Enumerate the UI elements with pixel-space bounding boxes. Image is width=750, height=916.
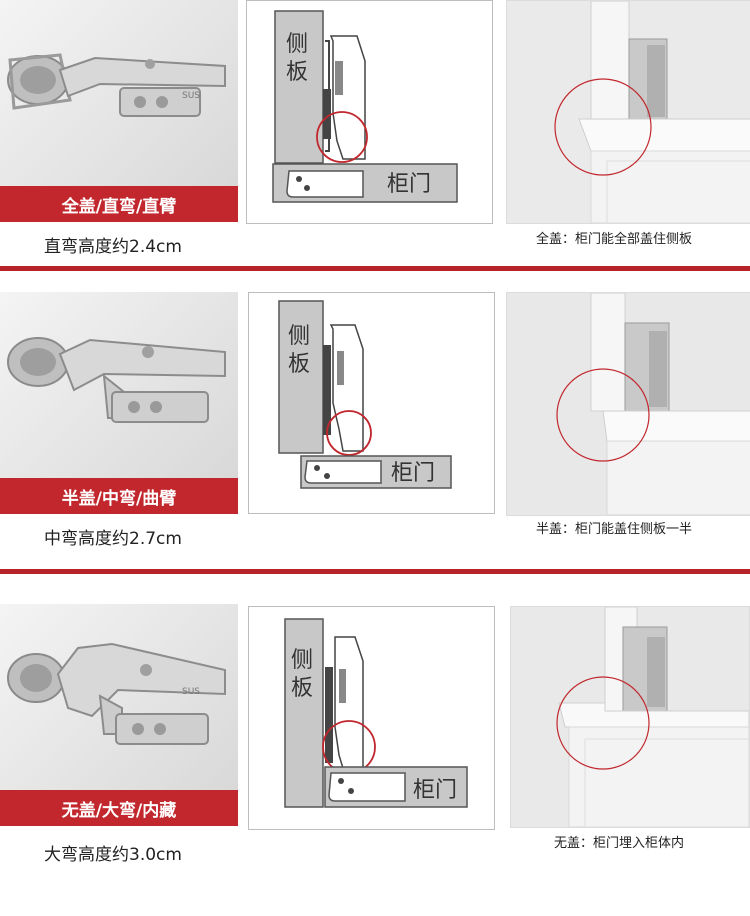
section-divider — [0, 569, 750, 574]
row-full-overlay: SUS 全盖/直弯/直臂 直弯高度约2.4cm 侧板 柜门 — [0, 0, 750, 300]
cabinet-photo — [506, 292, 750, 516]
svg-text:SUS: SUS — [182, 91, 200, 101]
hinge-type-band: 半盖/中弯/曲臂 — [0, 478, 238, 514]
door-label: 柜门 — [413, 778, 457, 803]
installation-diagram: 侧板 柜门 — [248, 292, 495, 514]
hinge-photo: SUS 全盖/直弯/直臂 — [0, 0, 238, 222]
bend-height-text: 中弯高度约2.7cm — [44, 529, 182, 549]
bend-height-text: 直弯高度约2.4cm — [44, 237, 182, 257]
bend-height-text: 大弯高度约3.0cm — [44, 845, 182, 865]
hinge-image: SUS — [7, 53, 226, 117]
hinge-type-band: 全盖/直弯/直臂 — [0, 186, 238, 222]
hinge-type-band: 无盖/大弯/内藏 — [0, 790, 238, 826]
installation-diagram: 侧板 柜门 — [246, 0, 493, 224]
overlay-caption: 半盖：柜门能盖住侧板一半 — [536, 522, 693, 537]
hinge-photo: 半盖/中弯/曲臂 — [0, 292, 238, 514]
row-half-overlay: 半盖/中弯/曲臂 中弯高度约2.7cm 侧板 柜门 半盖 — [0, 292, 750, 592]
row-inset: SUS 无盖/大弯/内藏 大弯高度约3.0cm 侧板 柜门 — [0, 604, 750, 904]
section-divider — [0, 266, 750, 271]
side-panel-label: 侧板 — [286, 32, 308, 85]
cabinet-photo — [510, 606, 750, 828]
installation-diagram: 侧板 柜门 — [248, 606, 495, 830]
door-label: 柜门 — [391, 461, 435, 486]
cabinet-photo — [506, 0, 750, 224]
svg-text:SUS: SUS — [182, 687, 200, 697]
hinge-image: SUS — [7, 642, 226, 745]
side-panel-label: 侧板 — [288, 324, 310, 377]
overlay-caption: 全盖：柜门能全部盖住侧板 — [536, 232, 693, 247]
hinge-photo: SUS 无盖/大弯/内藏 — [0, 604, 238, 826]
overlay-caption: 无盖：柜门埋入柜体内 — [554, 836, 685, 851]
side-panel-label: 侧板 — [291, 648, 313, 701]
door-label: 柜门 — [387, 172, 431, 197]
hinge-image — [7, 337, 226, 423]
